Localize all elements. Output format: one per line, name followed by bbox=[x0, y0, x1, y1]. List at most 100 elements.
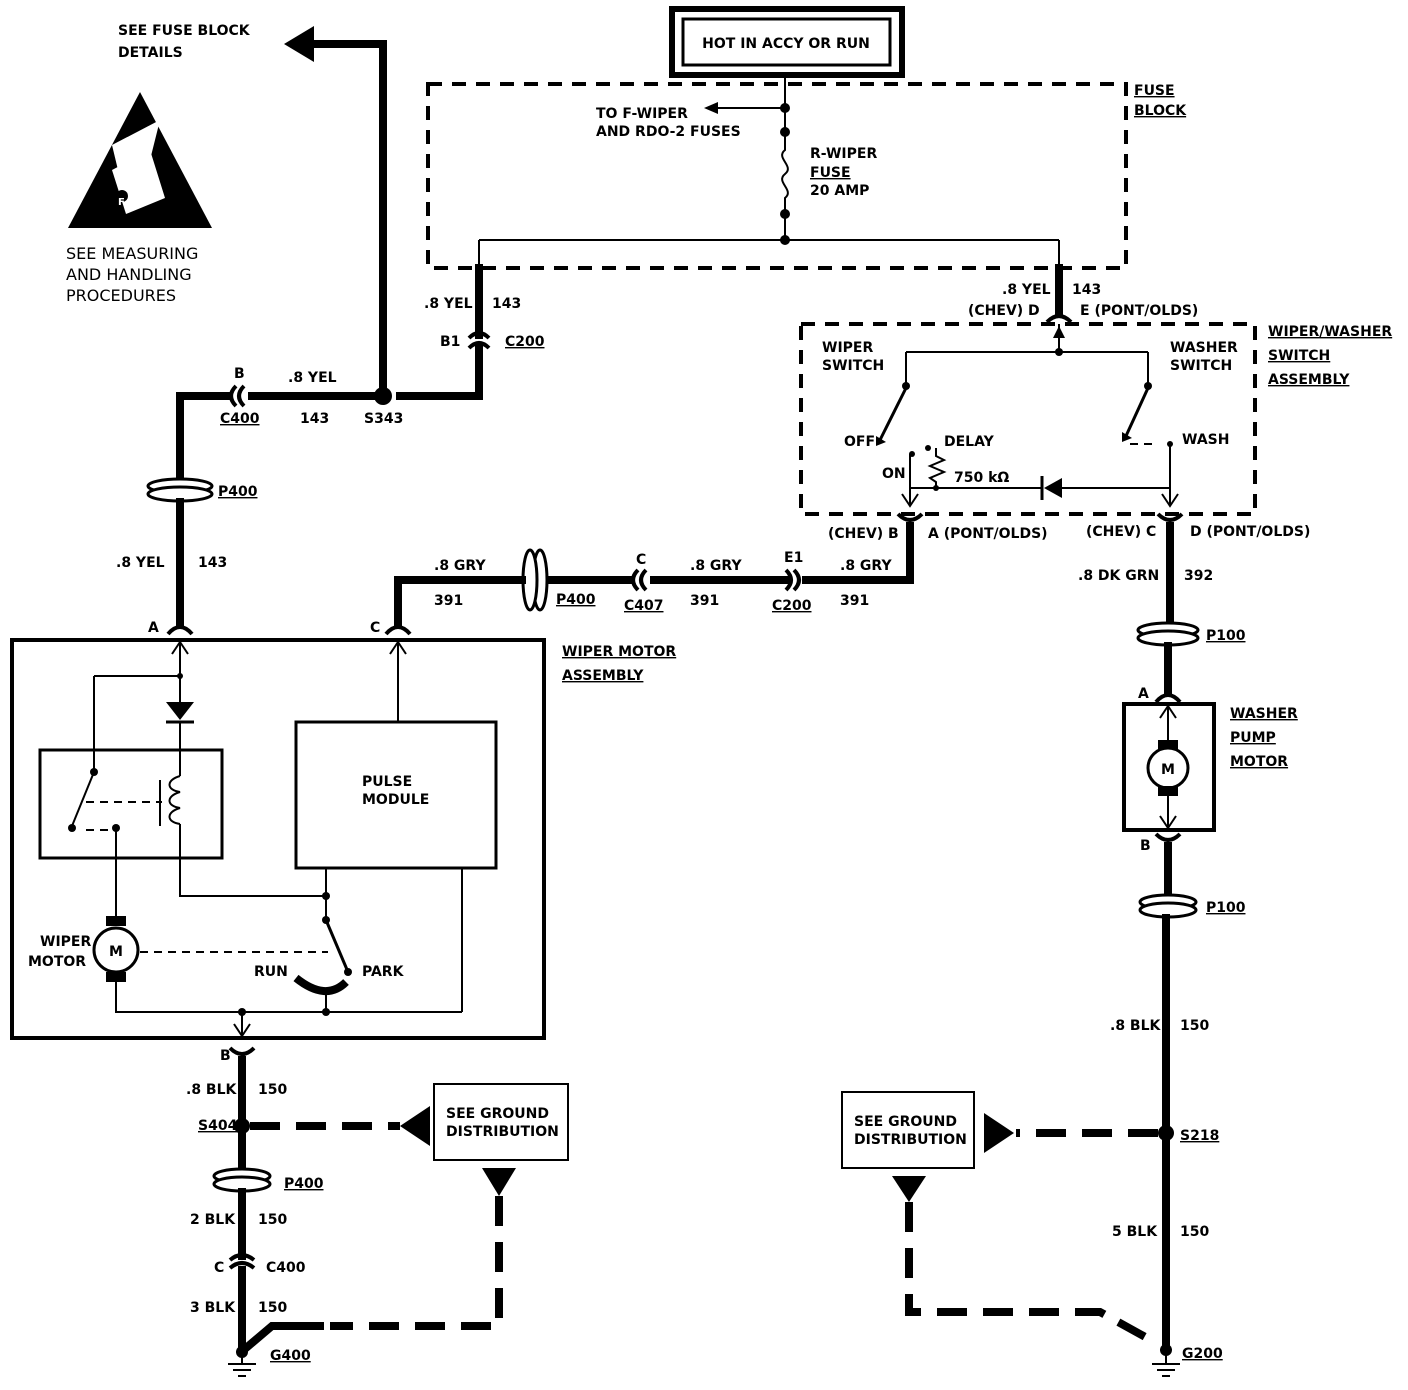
passthrough-p400-top bbox=[146, 477, 214, 503]
pulse-module bbox=[294, 720, 498, 870]
wire-143-mid: 143 bbox=[300, 411, 329, 427]
connector-motor-b bbox=[228, 1046, 256, 1056]
passthrough-p400-bottom bbox=[212, 1167, 272, 1193]
wire-150-l3: 150 bbox=[258, 1300, 287, 1316]
see-fuse-block-label-1: SEE FUSE BLOCK bbox=[118, 23, 251, 39]
passthrough-p100-bottom bbox=[1138, 893, 1198, 919]
wiper-motor-asm-label-2: ASSEMBLY bbox=[562, 668, 644, 684]
g400-label: G400 bbox=[270, 1348, 311, 1364]
wire-143-left: 143 bbox=[492, 296, 521, 312]
c407-label: C407 bbox=[624, 598, 664, 614]
ground-g200-icon bbox=[1152, 1350, 1180, 1377]
wiper-washer-switch-assembly: WIPER/WASHER SWITCH ASSEMBLY WIPER SWITC… bbox=[799, 322, 1392, 516]
pont-a-label: A (PONT/OLDS) bbox=[928, 526, 1048, 542]
sgd-right-label-1: SEE GROUND bbox=[854, 1114, 957, 1130]
wws-label-1: WIPER/WASHER bbox=[1268, 324, 1392, 340]
washer-pump-label-3: MOTOR bbox=[1230, 754, 1288, 770]
wire-gry-2: .8 GRY bbox=[690, 558, 742, 574]
sgd-left-label-1: SEE GROUND bbox=[446, 1106, 549, 1122]
p400-gry-label: P400 bbox=[556, 592, 596, 608]
wire-143-vert: 143 bbox=[198, 555, 227, 571]
wire-blk-l1: .8 BLK bbox=[186, 1082, 238, 1098]
passthrough-p100-top bbox=[1136, 621, 1200, 647]
wire-gry-3: .8 GRY bbox=[840, 558, 892, 574]
pulse-module-label-1: PULSE bbox=[362, 774, 412, 790]
a-pump-label: A bbox=[1138, 686, 1149, 702]
relay-contact bbox=[71, 771, 95, 827]
wire-blk-l3: 3 BLK bbox=[190, 1300, 236, 1316]
wiper-motor-assembly: WIPER MOTOR ASSEMBLY M WIP bbox=[10, 638, 676, 1040]
c-c407-label: C bbox=[636, 552, 646, 568]
fuse-icon bbox=[781, 132, 789, 214]
connector-switch-c bbox=[1156, 512, 1184, 522]
wiper-switch-label-1: WIPER bbox=[822, 340, 873, 356]
washer-pump-label-2: PUMP bbox=[1230, 730, 1276, 746]
wiper-motor-label-1: WIPER bbox=[40, 934, 91, 950]
e1-label: E1 bbox=[784, 550, 803, 566]
wire-yel-vert: .8 YEL bbox=[116, 555, 165, 571]
s404-label: S404 bbox=[198, 1118, 238, 1134]
p400-top-label: P400 bbox=[218, 484, 258, 500]
connector-motor-c bbox=[384, 625, 412, 636]
connector-c407 bbox=[639, 568, 648, 592]
washer-pump-motor: M bbox=[1122, 702, 1216, 832]
washer-switch-label-2: SWITCH bbox=[1170, 358, 1232, 374]
fuse-block-label-2: BLOCK bbox=[1134, 103, 1187, 119]
resistor-750k bbox=[927, 448, 947, 488]
wire-150-r2: 150 bbox=[1180, 1224, 1209, 1240]
see-ground-box-right bbox=[841, 1091, 975, 1169]
off-label: OFF bbox=[844, 434, 875, 450]
wire-150-r1: 150 bbox=[1180, 1018, 1209, 1034]
rwiper-label-3: 20 AMP bbox=[810, 183, 869, 199]
pulse-module-label-2: MODULE bbox=[362, 792, 429, 808]
park-cam bbox=[293, 974, 349, 995]
splice-s218 bbox=[1158, 1125, 1174, 1141]
see-ground-box-left bbox=[433, 1083, 569, 1161]
c200-top-label: C200 bbox=[505, 334, 545, 350]
wire-dk-grn: .8 DK GRN bbox=[1078, 568, 1159, 584]
esd-f-glyph: F bbox=[118, 197, 125, 208]
arrow-up-icon bbox=[1053, 326, 1065, 338]
wws-label-2: SWITCH bbox=[1268, 348, 1330, 364]
relay-coil bbox=[168, 775, 181, 825]
pump-m-label: M bbox=[1161, 762, 1175, 778]
wire-143-right: 143 bbox=[1072, 282, 1101, 298]
splice-s404 bbox=[234, 1118, 250, 1134]
arrow-left-icon bbox=[284, 26, 314, 62]
p100-bottom-label: P100 bbox=[1206, 900, 1246, 916]
g200-label: G200 bbox=[1182, 1346, 1223, 1362]
diode-icon bbox=[1040, 476, 1062, 500]
to-fwiper-label-2: AND RDO-2 FUSES bbox=[596, 124, 741, 140]
pont-e-label: E (PONT/OLDS) bbox=[1080, 303, 1198, 319]
hot-in-accy-or-run-box: HOT IN ACCY OR RUN bbox=[669, 6, 905, 78]
connector-c400-b bbox=[237, 384, 246, 408]
run-label: RUN bbox=[254, 964, 288, 980]
connector-pump-b bbox=[1154, 832, 1182, 842]
park-label: PARK bbox=[362, 964, 405, 980]
c400-top-label: C400 bbox=[220, 411, 260, 427]
wire-yel-left: .8 YEL bbox=[424, 296, 473, 312]
measuring-label-1: SEE MEASURING bbox=[66, 244, 198, 263]
connector-c400-c bbox=[228, 1253, 256, 1262]
sgd-left-label-2: DISTRIBUTION bbox=[446, 1124, 559, 1140]
rwiper-label-1: R-WIPER bbox=[810, 146, 877, 162]
wire-yel-right: .8 YEL bbox=[1002, 282, 1051, 298]
wws-label-3: ASSEMBLY bbox=[1268, 372, 1350, 388]
chev-d-label: (CHEV) D bbox=[968, 303, 1040, 319]
connector-c200-b1 bbox=[467, 331, 491, 340]
b1-label: B1 bbox=[440, 334, 460, 350]
wire-yel-mid: .8 YEL bbox=[288, 370, 337, 386]
arrow-down-icon bbox=[482, 1168, 516, 1196]
to-fwiper-label-1: TO F-WIPER bbox=[596, 106, 688, 122]
passthrough-p400-gry bbox=[521, 548, 549, 612]
motor-m-label: M bbox=[109, 944, 123, 960]
chev-b-label: (CHEV) B bbox=[828, 526, 899, 542]
b-pump-label: B bbox=[1140, 838, 1151, 854]
c400-bottom-label: C400 bbox=[266, 1260, 306, 1276]
connector-switch-d bbox=[1045, 314, 1073, 324]
on-label: ON bbox=[882, 466, 906, 482]
washer-pump-label-1: WASHER bbox=[1230, 706, 1298, 722]
pont-d-label: D (PONT/OLDS) bbox=[1190, 524, 1310, 540]
washer-switch-label-1: WASHER bbox=[1170, 340, 1238, 356]
